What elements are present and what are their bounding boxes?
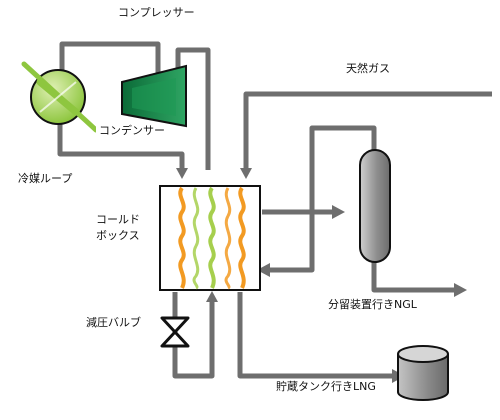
compressor-label: コンプレッサー [118, 6, 195, 19]
natural-gas-label: 天然ガス [346, 62, 390, 75]
compressor-fan-icon [21, 61, 99, 133]
expansion-valve-icon [160, 316, 190, 348]
lng-label: 貯蔵タンク行きLNG [276, 380, 376, 393]
pipe-fan-down-to-coldbox [57, 120, 185, 170]
cold-box-label-line2: ボックス [96, 229, 140, 242]
refrigerant-loop-label: 冷媒ループ [18, 172, 73, 185]
arrow-up-to-coldbox [206, 291, 218, 302]
ngl-outlet-pipe [371, 260, 456, 293]
coldbox-wave-orange-right [238, 186, 246, 289]
ngl-label: 分留装置行きNGL [328, 298, 417, 311]
cold-box-icon [159, 185, 261, 291]
condenser-icon [121, 64, 187, 128]
storage-tank-icon [397, 345, 449, 401]
arrow-return-to-coldbox [257, 263, 270, 277]
arrow-ngl-out [454, 283, 467, 297]
pipe-fan-to-compressor-top [59, 41, 161, 84]
cold-box-label-line1: コールド [96, 213, 140, 226]
arrow-into-coldbox-left [176, 168, 188, 179]
expansion-valve-label: 減圧バルブ [86, 316, 141, 329]
pipe-coldbox-to-valve-loop [172, 292, 215, 379]
column-top-return-pipe [268, 125, 377, 273]
coldbox-wave-orange-left [178, 186, 186, 289]
lng-outlet-pipe [237, 292, 394, 379]
natural-gas-feed-pipe [243, 91, 492, 170]
flow-arrows [176, 168, 467, 383]
arrow-to-column [332, 205, 345, 219]
cold-box-label: コールド ボックス [96, 212, 140, 244]
arrow-into-coldbox-right [240, 168, 252, 179]
condenser-label: コンデンサー [96, 124, 168, 138]
process-pipes [237, 91, 492, 379]
coldbox-wave-green-mid [208, 186, 216, 289]
distillation-column-icon [359, 149, 391, 263]
